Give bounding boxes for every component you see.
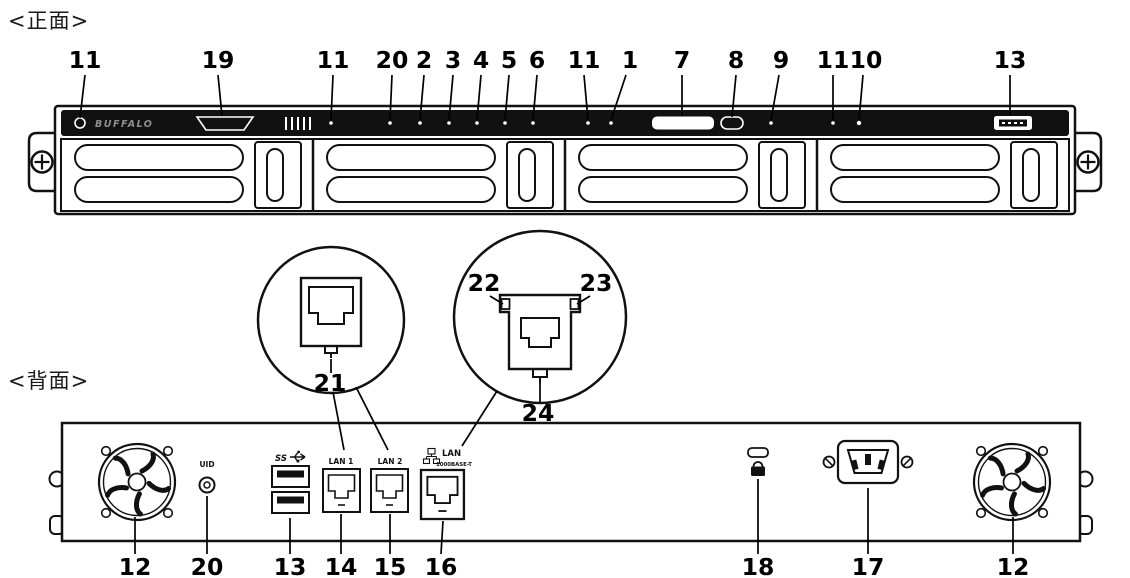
callout-number-11: 11 [817,46,850,74]
callout-number-9: 9 [773,46,789,74]
brand-logo: BUFFALO [95,119,153,130]
callout-number-19: 19 [202,46,235,74]
callout-number-13: 13 [994,46,1027,74]
display-slot [652,116,714,130]
callout-number-18: 18 [742,553,775,578]
vent-slits [285,117,311,130]
callout-number-5: 5 [501,46,517,74]
usb-trident-icon [290,450,306,463]
uid-button [198,476,216,494]
callout-leader-8 [731,74,737,118]
inset-lan3 [452,229,628,405]
callout-number-4: 4 [473,46,489,74]
inset-lan12-connector-lines [332,386,389,451]
callout-number-12: 12 [997,553,1030,578]
callout-leader-20 [389,74,393,121]
callout-leader-22 [489,295,504,305]
callout-number-11: 11 [69,46,102,74]
status-led-dots [329,120,862,126]
inlet-screw-right [900,455,914,469]
callout-number-11: 11 [568,46,601,74]
callout-leader-6 [532,74,538,121]
callout-leader-11 [79,74,86,119]
rear-chassis [60,421,1082,543]
network-icon [422,447,441,465]
callout-number-20: 20 [191,553,224,578]
callout-number-2: 2 [416,46,432,74]
lan2-label: LAN 2 [378,457,403,466]
callout-number-15: 15 [374,553,407,578]
right-rack-ear [1073,131,1103,193]
lan3-speed-label: 1000BASE-T [436,462,472,468]
inset-magnifiers [256,229,628,451]
inlet-screw-left [822,455,836,469]
callout-number-10: 10 [850,46,883,74]
left-rack-ear [27,131,57,193]
callout-leader-2 [419,74,425,121]
lan3-port-group: LAN 1000BASE-T [419,447,472,521]
callout-leader-16 [440,520,444,555]
inset-lan3-connector-line [461,390,498,447]
callout-number-6: 6 [529,46,545,74]
callout-leader-11 [330,74,334,121]
callout-number-17: 17 [852,553,885,578]
usb-ss-label: SS [275,454,287,464]
left-ear-screw [30,150,54,174]
front-usb-port [994,116,1032,130]
inset-rj45-lan12 [299,276,363,358]
inset-callouts: 21 22 23 24 [314,269,613,427]
inset-rj45-lan3 [498,293,582,384]
callout-number-3: 3 [445,46,461,74]
right-ear-screw [1076,150,1100,174]
callout-number-23: 23 [580,269,613,297]
callout-leader-10 [858,74,864,121]
rear-panel: UID SS LAN 1 LAN 2 LAN [48,421,1094,543]
rear-callouts: 12 20 13 14 15 16 18 17 12 [119,479,1030,578]
inset-lan12-circle [256,245,406,395]
callout-number-24: 24 [522,399,555,427]
callout-leader-4 [476,74,482,121]
callout-number-1: 1 [622,46,638,74]
callout-number-20: 20 [376,46,409,74]
callout-number-22: 22 [468,269,501,297]
security-lock-slot [747,447,769,458]
lan1-label: LAN 1 [329,457,354,466]
callout-number-14: 14 [325,553,358,578]
rear-view-label: <背面> [8,369,89,393]
callout-number-11: 11 [317,46,350,74]
front-panel: BUFFALO [27,104,1103,216]
callout-leader-3 [448,74,454,121]
callout-number-16: 16 [425,553,458,578]
callout-number-13: 13 [274,553,307,578]
callout-leader-23 [576,295,591,305]
front-led-strip [61,110,1069,136]
callout-leader-1 [610,74,627,121]
callout-number-8: 8 [728,46,744,74]
lcd-door [195,116,255,131]
callout-number-21: 21 [314,369,347,397]
callout-number-12: 12 [119,553,152,578]
callout-leader-11 [583,74,589,121]
callout-leader-5 [504,74,510,121]
callout-leader-9 [770,74,780,121]
rear-usb-ports [271,465,310,514]
ac-power-inlet [822,439,914,485]
lock-icon [751,461,765,476]
callout-leader-19 [217,74,223,117]
lan3-label: LAN [442,449,461,459]
front-view-label: <正面> [8,9,89,33]
bay-dividers [311,139,819,211]
uid-label: UID [199,460,214,469]
uid-button-center [203,481,211,489]
callout-number-7: 7 [674,46,690,74]
inset-lan12 [256,245,406,395]
